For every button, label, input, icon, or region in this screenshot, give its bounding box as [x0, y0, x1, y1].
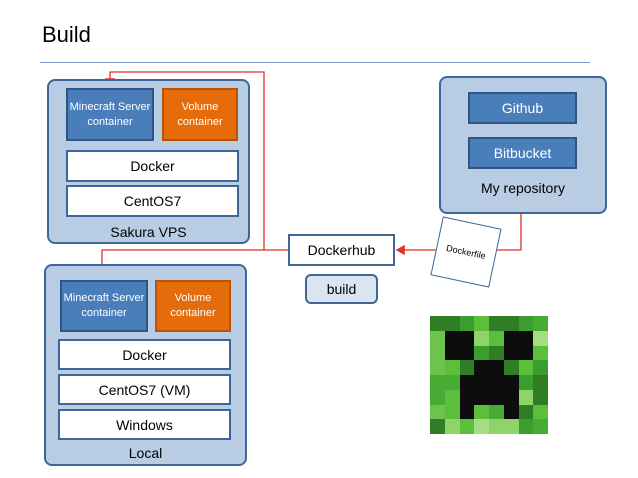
local-windows-box: Windows: [58, 409, 231, 440]
creeper-pixel: [459, 316, 475, 331]
creeper-pixel: [474, 419, 489, 434]
dockerhub-box: Dockerhub: [288, 234, 395, 266]
creeper-pixel: [430, 419, 445, 434]
creeper-pixel: [430, 389, 445, 405]
sakura-volume-container: Volume container: [162, 88, 238, 141]
sakura-docker-box: Docker: [66, 150, 239, 182]
creeper-pixel: [474, 330, 489, 346]
creeper-pixel: [533, 404, 548, 420]
title-divider: [40, 62, 590, 63]
creeper-pixel: [430, 404, 445, 420]
repository-label: My repository: [480, 180, 566, 196]
creeper-pixel: [533, 389, 548, 405]
creeper-pixel: [503, 316, 519, 331]
creeper-pixel: [459, 375, 475, 390]
creeper-pixel: [459, 404, 475, 420]
creeper-pixel: [533, 360, 548, 375]
creeper-pixel: [444, 404, 460, 420]
creeper-pixel: [459, 389, 475, 405]
creeper-pixel: [444, 345, 460, 361]
creeper-pixel: [430, 375, 445, 390]
creeper-pixel: [459, 419, 475, 434]
creeper-pixel: [503, 404, 519, 420]
creeper-pixel: [474, 345, 489, 361]
arrow-dockerhub-to-sakura: [104, 71, 288, 251]
github-box: Github: [468, 92, 577, 124]
creeper-pixel: [503, 389, 519, 405]
creeper-pixel: [503, 345, 519, 361]
page-title: Build: [42, 22, 91, 47]
creeper-pixel: [533, 375, 548, 390]
local-label: Local: [128, 445, 163, 461]
creeper-image: [430, 316, 548, 434]
creeper-pixel: [474, 404, 489, 420]
build-label: build: [305, 274, 378, 304]
dockerfile-label: Dockerfile: [445, 242, 487, 262]
local-volume-container: Volume container: [155, 280, 231, 332]
creeper-pixel: [444, 389, 460, 405]
creeper-pixel: [533, 345, 548, 361]
creeper-pixel: [430, 316, 445, 331]
creeper-pixel: [489, 404, 504, 420]
creeper-pixel: [489, 330, 504, 346]
creeper-pixel: [459, 360, 475, 375]
creeper-pixel: [518, 345, 534, 361]
creeper-pixel: [518, 404, 534, 420]
creeper-pixel: [533, 330, 548, 346]
creeper-pixel: [518, 330, 534, 346]
creeper-pixel: [503, 360, 519, 375]
creeper-pixel: [503, 330, 519, 346]
creeper-pixel: [444, 316, 460, 331]
creeper-pixel: [489, 345, 504, 361]
creeper-pixel: [459, 345, 475, 361]
creeper-pixel: [518, 419, 534, 434]
creeper-pixel: [518, 389, 534, 405]
creeper-pixel: [444, 375, 460, 390]
creeper-pixel: [459, 330, 475, 346]
creeper-pixel: [518, 360, 534, 375]
creeper-pixel: [489, 316, 504, 331]
creeper-pixel: [518, 375, 534, 390]
sakura-minecraft-container: Minecraft Server container: [66, 88, 154, 141]
creeper-pixel: [444, 330, 460, 346]
creeper-pixel: [503, 375, 519, 390]
sakura-vps-label: Sakura VPS: [110, 224, 187, 240]
creeper-pixel: [444, 360, 460, 375]
local-docker-box: Docker: [58, 339, 231, 370]
creeper-pixel: [533, 316, 548, 331]
creeper-pixel: [474, 316, 489, 331]
creeper-pixel: [444, 419, 460, 434]
creeper-pixel: [489, 360, 504, 375]
creeper-pixel: [518, 316, 534, 331]
creeper-pixel: [489, 419, 504, 434]
sakura-os-box: CentOS7: [66, 185, 239, 217]
creeper-pixel: [533, 419, 548, 434]
creeper-pixel: [503, 419, 519, 434]
creeper-pixel: [489, 375, 504, 390]
local-os-box: CentOS7 (VM): [58, 374, 231, 405]
creeper-pixel: [430, 360, 445, 375]
creeper-pixel: [474, 375, 489, 390]
dockerfile-page: Dockerfile: [430, 216, 502, 288]
creeper-pixel: [489, 389, 504, 405]
creeper-pixel: [430, 330, 445, 346]
creeper-pixel: [474, 360, 489, 375]
creeper-pixel: [430, 345, 445, 361]
bitbucket-box: Bitbucket: [468, 137, 577, 169]
local-minecraft-container: Minecraft Server container: [60, 280, 148, 332]
creeper-pixel: [474, 389, 489, 405]
